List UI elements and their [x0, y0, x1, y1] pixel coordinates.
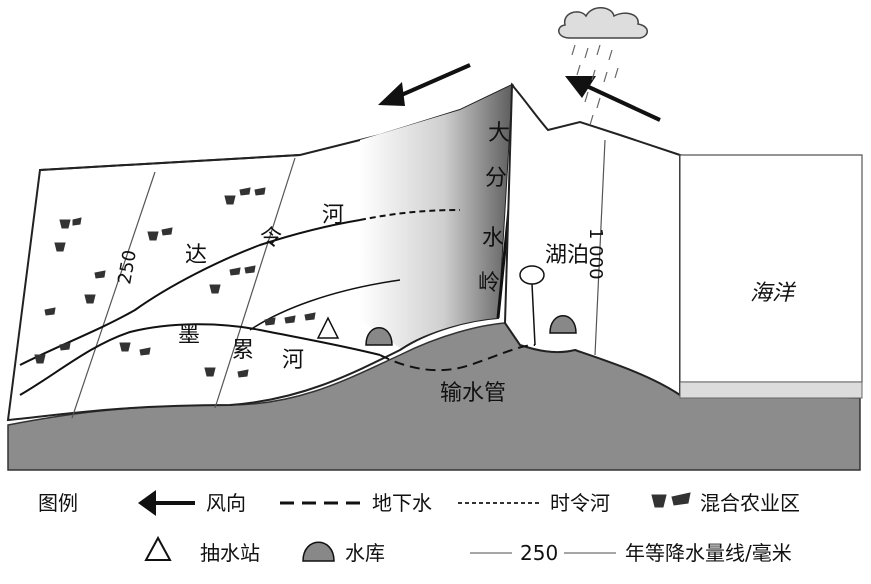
farm-icons: [34, 187, 316, 378]
rain-cloud-icon: [558, 7, 648, 126]
river-darling: [19, 219, 361, 366]
lake-label: 湖泊: [545, 243, 589, 268]
divide-label-char: 岭: [478, 271, 500, 296]
triangle-icon: [144, 535, 172, 561]
isohyet-1000-line: [594, 139, 606, 356]
ocean-floor: [679, 381, 863, 399]
river-darling-label-char: 河: [322, 203, 344, 228]
legend-label-mixed-farming: 混合农业区: [700, 491, 800, 515]
legend-isohyet-value: 250: [520, 541, 559, 565]
river-murray-tributary: [249, 279, 401, 331]
ocean-block: [679, 154, 863, 383]
wind-arrow-west: [378, 63, 471, 106]
reservoir-icons: [316, 315, 577, 346]
isohyet-1000-label: 1 000: [585, 228, 606, 280]
isohyet-line: [214, 157, 296, 409]
ocean-label: 海洋: [750, 281, 797, 306]
pipeline-label: 输水管: [440, 381, 506, 406]
river-murray-label-char: 累: [232, 338, 254, 363]
divide-label-char: 水: [482, 226, 504, 251]
river-darling-label-char: 令: [260, 226, 282, 251]
divide-west-slope: [360, 85, 512, 348]
eastern-plain: [503, 82, 681, 397]
isohyet-250-line: [71, 171, 156, 419]
wind-arrow-east: [565, 76, 661, 122]
legend-title: 图例: [38, 491, 78, 515]
arrow-left-icon: [138, 490, 195, 516]
lake-icon: [519, 265, 545, 285]
legend-label-reservoir: 水库: [345, 541, 385, 565]
legend-label-seasonal-river: 时令河: [550, 491, 610, 515]
legend-label-groundwater: 地下水: [372, 491, 432, 515]
legend-label-pump-station: 抽水站: [200, 541, 260, 565]
legend-symbols: [138, 490, 691, 562]
reservoir-icon: [302, 541, 335, 562]
river-murray: [19, 323, 381, 396]
pipeline-line: [379, 344, 536, 372]
divide-label-char: 分: [485, 166, 507, 191]
plain-top-edge: [39, 154, 301, 171]
river-murray-label-char: 墨: [178, 323, 200, 348]
farm-mixed-icon: [651, 492, 691, 508]
legend-label-isohyet: 年等降水量线/毫米: [625, 541, 792, 565]
legend-label-wind: 风向: [206, 491, 246, 515]
river-darling-label-char: 达: [185, 243, 207, 268]
lake-outflow: [531, 283, 536, 346]
river-murray-label-char: 河: [282, 348, 304, 373]
divide-label-char: 大: [488, 121, 510, 146]
